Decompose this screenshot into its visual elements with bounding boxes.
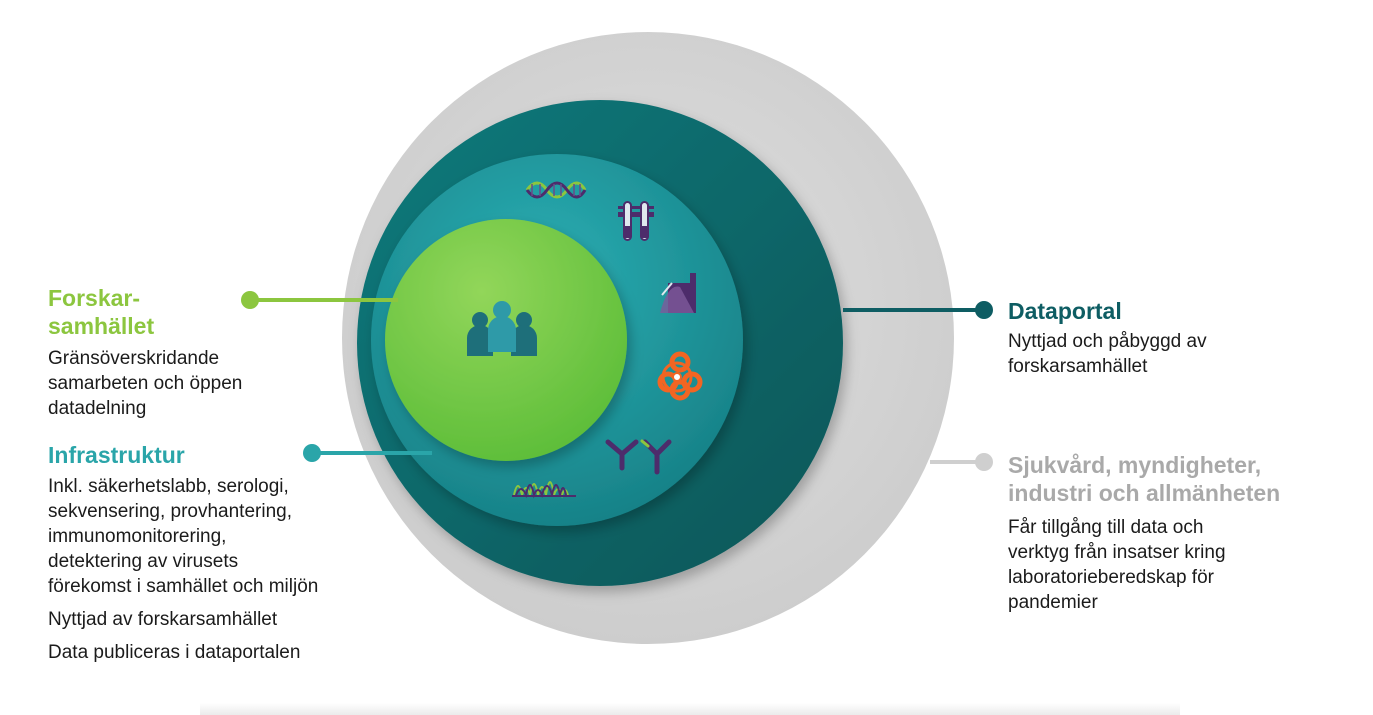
society-connector <box>930 453 993 471</box>
dataportal-label: Dataportal Nyttjad och påbyggd av forska… <box>1008 297 1338 379</box>
infrastructure-label: Infrastruktur Inkl. säkerhetslabb, serol… <box>48 441 408 665</box>
biohazard-icon <box>657 351 703 401</box>
research-connector <box>241 291 398 309</box>
infrastructure-title: Infrastruktur <box>48 442 185 468</box>
lab-equipment-icon <box>660 273 696 313</box>
society-label: Sjukvård, myndigheter, industri och allm… <box>1008 451 1348 615</box>
society-description: Får tillgång till data och verktyg från … <box>1008 517 1226 613</box>
infrastructure-note-usage: Nyttjad av forskarsamhället <box>48 609 278 630</box>
antibody-icon <box>605 439 672 475</box>
page-bottom-shadow <box>200 703 1180 715</box>
research-title: Forskar- samhället <box>48 285 155 339</box>
dataportal-description: Nyttjad och påbyggd av forskarsamhället <box>1008 331 1207 377</box>
test-tubes-icon <box>618 201 654 241</box>
dataportal-title: Dataportal <box>1008 298 1122 324</box>
infrastructure-description: Inkl. säkerhetslabb, serologi, sekvenser… <box>48 476 319 597</box>
society-title: Sjukvård, myndigheter, industri och allm… <box>1008 452 1281 506</box>
research-description: Gränsöverskridande samarbeten och öppen … <box>48 348 243 419</box>
people-icon <box>467 301 537 356</box>
infrastructure-note-publish: Data publiceras i dataportalen <box>48 642 301 663</box>
dataportal-connector <box>843 301 993 319</box>
infrastructure-connector <box>303 444 432 462</box>
research-community-label: Forskar- samhället Gränsöverskridande sa… <box>48 284 348 421</box>
sequencing-chromatogram-icon <box>512 481 576 499</box>
dna-icon <box>525 181 587 199</box>
